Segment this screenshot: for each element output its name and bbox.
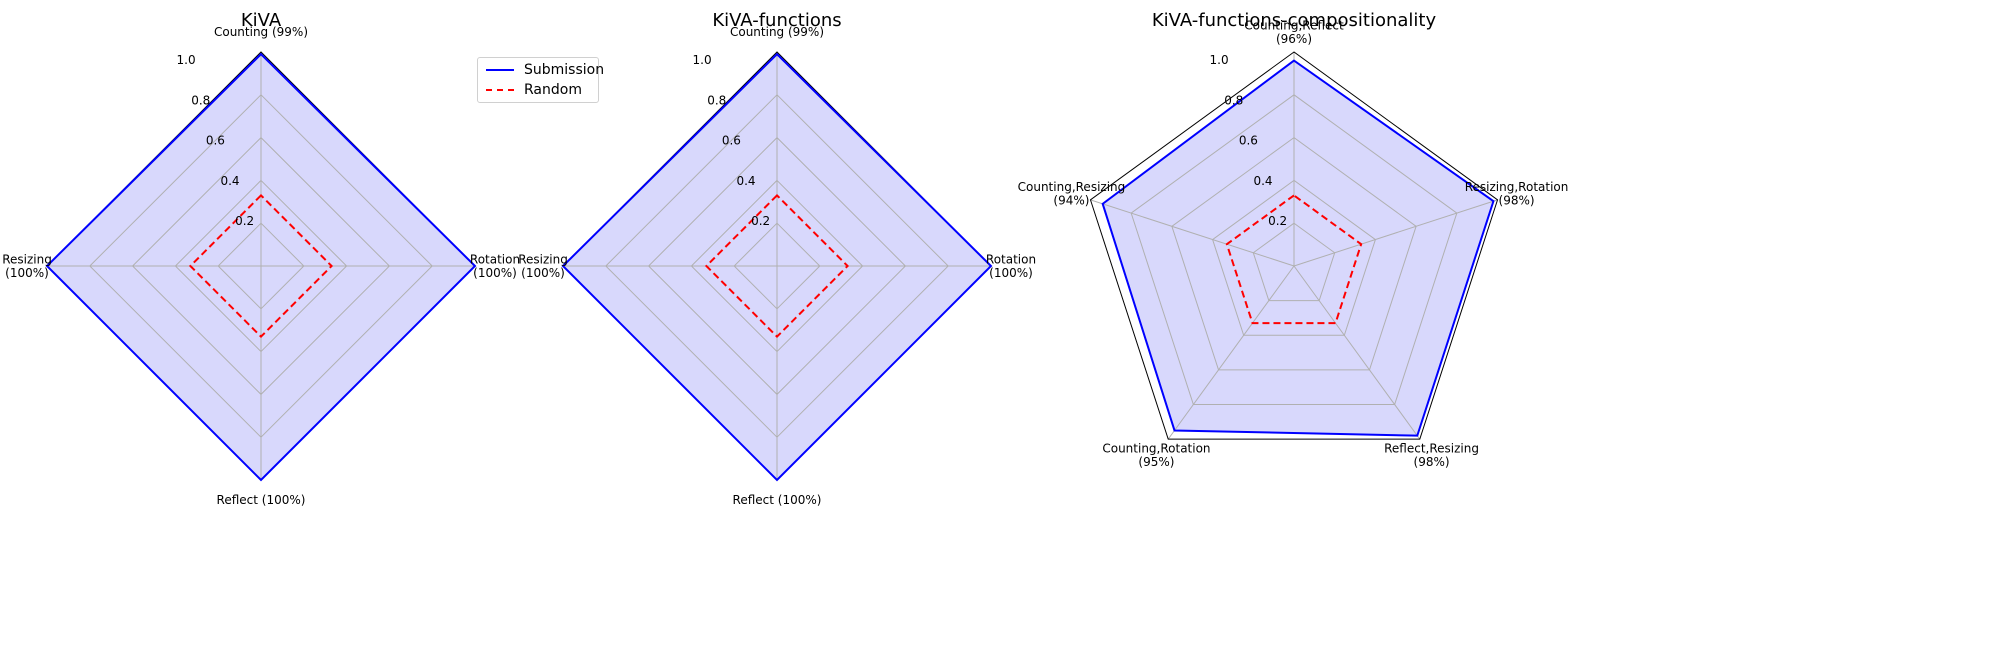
axis-label: Counting,Rotation(95%): [1102, 442, 1210, 470]
chart-title: KiVA-functions: [712, 10, 841, 31]
rtick-label: 0.6: [722, 134, 741, 148]
grid-ring: [1130, 94, 1458, 406]
legend-label: Random: [524, 82, 582, 98]
grid-spoke: [1167, 265, 1295, 440]
legend-label: Submission: [524, 62, 605, 78]
axis-label-line: (98%): [1414, 455, 1450, 469]
rtick-label: 0.2: [751, 214, 770, 228]
axis-label: Counting,Reflect(96%): [1244, 18, 1344, 46]
rtick-label: 0.4: [1253, 174, 1272, 188]
legend-swatch-dashed: [486, 89, 514, 91]
axis-label-line: Rotation: [986, 252, 1036, 266]
rtick-label: 0.4: [736, 174, 755, 188]
rtick-label: 1.0: [177, 53, 196, 67]
axis-label: Reflect,Resizing(98%): [1384, 442, 1479, 470]
axis-label-line: Counting,Reflect: [1244, 18, 1344, 32]
axis-label-line: (100%): [989, 266, 1033, 280]
legend-swatch-solid: [486, 69, 514, 71]
legend-entry-submission: Submission: [486, 60, 604, 80]
grid-ring: [1171, 136, 1417, 371]
axis-label-line: Counting (99%): [730, 25, 824, 39]
axis-label: Counting (99%): [730, 25, 824, 39]
axis-label: Resizing(100%): [2, 252, 52, 280]
axis-label: Resizing,Rotation(98%): [1465, 180, 1569, 208]
axis-label: Resizing(100%): [518, 252, 568, 280]
series-line-random: [188, 193, 334, 339]
axis-label: Reflect (100%): [733, 493, 822, 507]
axis-label-line: Resizing,Rotation: [1465, 180, 1569, 194]
grid-ring: [1252, 222, 1336, 302]
axis-label-line: Reflect (100%): [217, 493, 306, 507]
grid-spoke: [1293, 265, 1421, 440]
grid-spoke: [1293, 199, 1498, 267]
axis-label: Counting,Resizing(94%): [1018, 180, 1126, 208]
rtick-label: 0.8: [707, 93, 726, 107]
axis-label-line: (98%): [1499, 193, 1535, 207]
axis-label: Reflect (100%): [217, 493, 306, 507]
submission-fill: [1102, 60, 1494, 436]
radar-chart-3: 0.20.40.60.81.0Counting,Reflect(96%)Coun…: [1018, 10, 1569, 469]
grid-ring: [1212, 179, 1376, 336]
rtick-label: 1.0: [1210, 53, 1229, 67]
axis-label-line: Reflect,Resizing: [1384, 442, 1479, 456]
series-line-random: [704, 193, 850, 339]
axis-label: Counting (99%): [214, 25, 308, 39]
axis-label-line: (100%): [473, 266, 517, 280]
axis-label-line: Counting,Rotation: [1102, 442, 1210, 456]
axis-label: Rotation(100%): [470, 252, 520, 280]
axis-label-line: (96%): [1276, 32, 1312, 46]
series-line-random: [1225, 194, 1363, 325]
outer-frame: [1089, 51, 1499, 440]
series-line-submission: [561, 52, 993, 482]
axis-label-line: Resizing: [518, 252, 568, 266]
rtick-label: 0.2: [1268, 214, 1287, 228]
rtick-label: 0.8: [191, 93, 210, 107]
rtick-label: 0.6: [206, 134, 225, 148]
axis-label-line: Resizing: [2, 252, 52, 266]
axis-label-line: Rotation: [470, 252, 520, 266]
legend-entry-random: Random: [486, 80, 582, 100]
rtick-label: 0.8: [1224, 93, 1243, 107]
series-line-submission: [1101, 59, 1495, 437]
axis-label-line: (94%): [1053, 193, 1089, 207]
axis-label: Rotation(100%): [986, 252, 1036, 280]
rtick-label: 0.6: [1239, 134, 1258, 148]
rtick-label: 0.4: [220, 174, 239, 188]
rtick-label: 1.0: [693, 53, 712, 67]
axis-label-line: (100%): [521, 266, 565, 280]
legend: Submission Random: [477, 57, 604, 103]
series-line-submission: [45, 52, 477, 482]
axis-label-line: (95%): [1138, 455, 1174, 469]
chart-title: KiVA-functions-compositionality: [1152, 10, 1437, 31]
rtick-label: 0.2: [235, 214, 254, 228]
chart-title: KiVA: [241, 10, 282, 31]
grid-spoke: [1090, 199, 1295, 267]
axis-label-line: (100%): [5, 266, 49, 280]
axis-label-line: Counting (99%): [214, 25, 308, 39]
axis-label-line: Counting,Resizing: [1018, 180, 1126, 194]
axis-label-line: Reflect (100%): [733, 493, 822, 507]
